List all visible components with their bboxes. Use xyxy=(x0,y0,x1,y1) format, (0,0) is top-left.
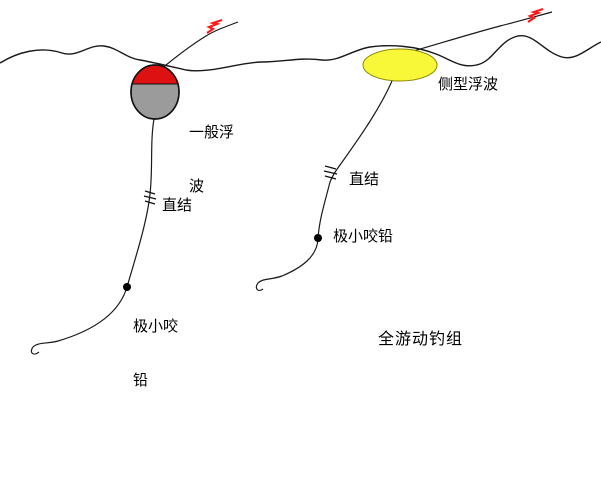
left-sinker-dot xyxy=(123,283,131,291)
left-main-line xyxy=(30,118,155,355)
left-sinker-label: 极小咬 铅 xyxy=(133,318,179,389)
left-upper-line xyxy=(159,21,239,71)
water-surface-line xyxy=(0,35,601,72)
left-knot-icon xyxy=(143,190,157,205)
round-float-label: 一般浮 波 xyxy=(189,124,235,195)
round-float xyxy=(130,64,180,120)
left-knot-label: 直结 xyxy=(162,197,193,214)
right-upper-line xyxy=(409,11,553,53)
left-line-marker-icon xyxy=(206,18,223,34)
diagram-title: 全游动钓组 xyxy=(378,331,464,348)
right-knot-icon xyxy=(323,165,338,180)
right-line-marker-icon xyxy=(527,7,544,23)
right-sinker-label: 极小咬铅 xyxy=(333,228,394,245)
right-knot-label: 直结 xyxy=(349,171,380,188)
side-float xyxy=(362,48,438,82)
right-sinker-dot xyxy=(314,234,322,242)
side-float-label: 侧型浮波 xyxy=(438,76,499,93)
